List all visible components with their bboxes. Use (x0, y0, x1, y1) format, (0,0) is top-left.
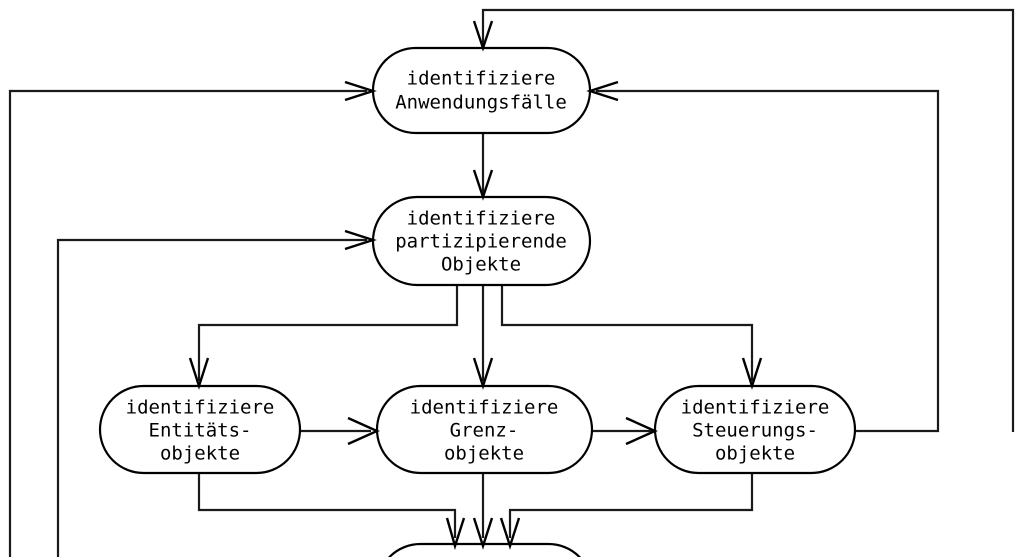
node-bottom-cropped[interactable] (377, 542, 592, 557)
arrowhead-into-entitaetsobjekte-top (188, 357, 210, 390)
node-grenzobjekte-shape (375, 384, 594, 475)
node-anwendungsfaelle-line1: identifiziere (407, 68, 556, 90)
arrowhead-into-steuerungsobjekte-left (625, 416, 658, 446)
node-steuerungsobjekte-line2: Steuerungs- (692, 420, 818, 442)
node-entitaetsobjekte[interactable]: identifiziere Entitäts- objekte (98, 384, 302, 475)
arrowhead-into-steuerungsobjekte-top (741, 357, 763, 390)
node-anwendungsfaelle-line2: Anwendungsfälle (395, 92, 567, 114)
arrowhead-into-bottom-node-center (472, 517, 494, 550)
node-steuerungsobjekte-line1: identifiziere (681, 397, 830, 419)
node-bottom-cropped-shape (387, 542, 582, 557)
node-steuerungsobjekte[interactable]: identifiziere Steuerungs- objekte (653, 384, 857, 475)
arrowhead-into-partizipierende-objekte-left (344, 229, 377, 251)
arrowhead-into-bottom-node-left (445, 517, 466, 551)
node-entitaetsobjekte-line2: Entitäts- (149, 420, 252, 442)
node-entitaetsobjekte-line1: identifiziere (126, 397, 275, 419)
arrowhead-into-grenzobjekte-left (347, 416, 380, 446)
node-partizipierende-objekte[interactable]: identifiziere partizipierende Objekte (371, 195, 592, 287)
node-grenzobjekte-line3: objekte (444, 443, 524, 465)
edge-loop-top-to-anwendungsfaelle (481, 8, 1015, 432)
node-grenzobjekte-line2: Grenz- (450, 420, 519, 442)
edge-steuerungsobjekte-to-bottom-node (508, 473, 754, 538)
arrowhead-into-bottom-node-right (499, 517, 521, 550)
edge-steuerungsobjekte-to-anwendungsfaelle (596, 89, 940, 433)
node-partizipierende-objekte-line2: partizipierende (395, 231, 567, 253)
edge-partizipierende-to-entitaetsobjekte (197, 285, 459, 381)
arrowhead-into-anwendungsfaelle-left (344, 80, 377, 102)
arrowhead-into-grenzobjekte-top (472, 357, 494, 390)
node-steuerungsobjekte-shape (653, 384, 857, 475)
node-partizipierende-objekte-line3: Objekte (441, 254, 521, 276)
edge-entitaetsobjekte-to-bottom-node (197, 473, 457, 538)
edge-loop-left-inner-to-partizipierende-objekte (56, 238, 367, 557)
arrowhead-into-anwendungsfaelle-right (586, 80, 619, 102)
edge-loop-left-outer-to-anwendungsfaelle (8, 89, 367, 557)
node-anwendungsfaelle[interactable]: identifiziere Anwendungsfälle (371, 46, 592, 135)
node-partizipierende-objekte-line1: identifiziere (407, 208, 556, 230)
edge-partizipierende-to-steuerungsobjekte (500, 285, 754, 381)
node-entitaetsobjekte-line3: objekte (160, 443, 240, 465)
node-grenzobjekte-line1: identifiziere (410, 397, 559, 419)
node-steuerungsobjekte-line3: objekte (715, 443, 795, 465)
arrowhead-into-anwendungsfaelle-top (472, 20, 494, 52)
arrowhead-into-partizipierende-objekte-top (472, 169, 494, 201)
node-anwendungsfaelle-shape (371, 46, 592, 135)
node-grenzobjekte[interactable]: identifiziere Grenz- objekte (375, 384, 594, 475)
